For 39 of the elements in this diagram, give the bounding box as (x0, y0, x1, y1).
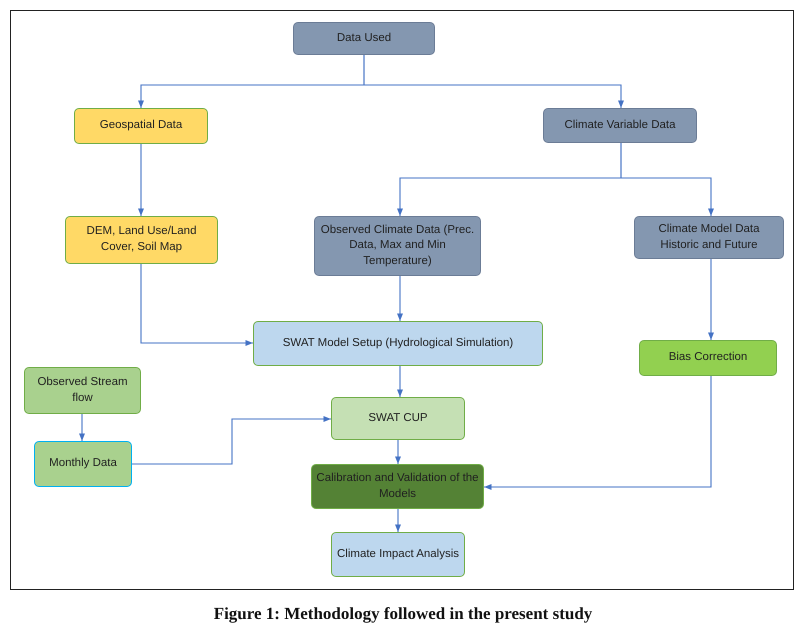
arrow (394, 509, 402, 532)
node-label: Climate Variable Data (564, 118, 676, 133)
process-box (253, 321, 543, 366)
process-box (331, 532, 465, 577)
arrow (140, 264, 253, 346)
arrow (396, 366, 404, 397)
arrow (78, 414, 86, 441)
process-box (634, 216, 784, 259)
node-label: Monthly Data (49, 456, 117, 472)
process-box (293, 22, 435, 55)
node-label: Observed Stream flow (36, 374, 129, 406)
process-box (331, 397, 465, 440)
arrow (138, 144, 144, 216)
node-label: DEM, Land Use/Land Cover, Soil Map (86, 224, 198, 255)
arrow (484, 376, 712, 490)
node-label: SWAT CUP (368, 410, 428, 426)
figure-caption: Figure 1: Methodology followed in the present study (212, 604, 594, 624)
arrow (132, 416, 331, 465)
process-box (314, 216, 481, 276)
arrow (363, 55, 624, 108)
arrow (394, 440, 402, 464)
process-box (543, 108, 697, 143)
process-box (639, 340, 777, 376)
node-label: Observed Climate Data (Prec. Data, Max and Min Temperature) (320, 222, 476, 269)
process-box (74, 108, 208, 144)
arrow (620, 143, 714, 216)
process-box (34, 441, 132, 487)
process-box (311, 464, 484, 509)
node-label: Calibration and Validation of the Models (316, 470, 479, 502)
node-label: Data Used (336, 30, 392, 46)
arrow (396, 276, 404, 321)
node-label: SWAT Model Setup (Hydrological Simulation) (282, 336, 514, 351)
node-label: Geospatial Data (100, 118, 182, 134)
node-label: Bias Correction (668, 350, 748, 366)
process-box (65, 216, 218, 264)
arrow (708, 259, 714, 340)
node-label: Climate Model Data Historic and Future (658, 222, 760, 252)
process-box (24, 367, 141, 414)
node-label: Climate Impact Analysis (336, 546, 460, 562)
